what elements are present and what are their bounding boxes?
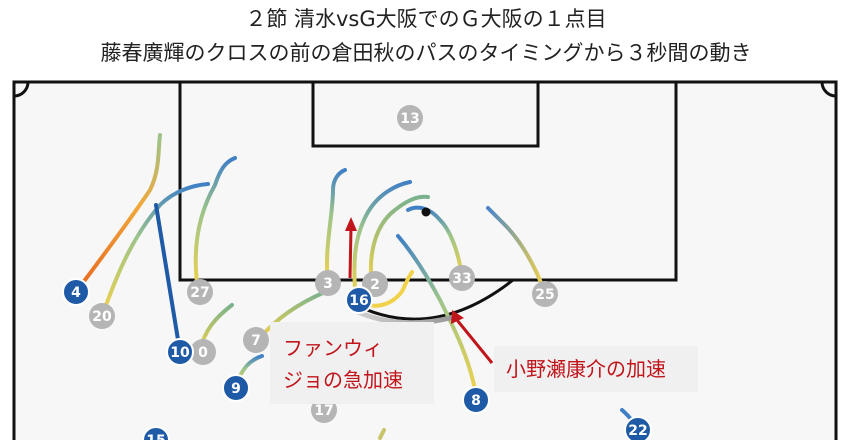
player-marker-13: 13 [397,105,423,131]
player-disc-22 [624,416,652,440]
arrow-shaft-left [348,226,353,279]
arrow-head-right [451,310,464,324]
goal-area [311,82,540,148]
trail-player-27 [193,156,237,292]
player-disc-7 [243,327,269,353]
player-number-16: 16 [349,293,368,309]
player-disc-27 [187,279,213,305]
callout-box-left [270,322,434,404]
player-number-3: 3 [323,276,333,292]
trail-ball-pass [358,270,414,308]
arrow-shaft-right [455,319,494,364]
trail-player-20 [100,182,210,318]
chart-title-line1: ２節 清水vsG大阪でのＧ大阪の１点目 [245,7,607,31]
player-disc-10 [166,338,194,366]
player-disc-9 [222,374,250,402]
player-disc-33 [449,265,475,291]
trail-player-25 [486,206,547,295]
player-marker-20: 20 [89,303,115,329]
player-marker-16: 16 [345,286,373,314]
player-number-13: 13 [400,111,419,127]
arrow-head-left [345,217,357,231]
player-disc-8 [462,386,490,414]
trail-player-3 [324,168,347,284]
player-disc-20 [89,303,115,329]
callout-left-line2: ジョの急加速 [283,368,403,392]
trail-player-4 [74,133,162,294]
chart-title-line2: 藤春廣輝のクロスの前の倉田秋のパスのタイミングから３秒間の動き [100,41,752,65]
player-disc-13 [397,105,423,131]
player-disc-16 [345,286,373,314]
player-marker-3: 3 [315,270,341,296]
trail-player-8 [396,234,478,397]
player-marker-15: 15 [142,426,170,440]
player-marker-10: 10 [166,338,194,366]
corner-arc-right [820,81,837,98]
player-marker-4: 4 [62,278,90,306]
player-number-15: 15 [146,433,165,440]
player-disc-25 [532,281,558,307]
touchline [12,80,838,440]
player-disc-4 [62,278,90,306]
player-number-8: 8 [471,393,481,409]
player-marker-8: 8 [462,386,490,414]
player-marker-25: 25 [532,281,558,307]
callout-right: 小野瀬康介の加速 [506,357,666,381]
trail-extra [378,428,386,440]
trail-player-33 [406,205,464,278]
player-disc-3 [315,270,341,296]
callout-left-line1: ファンウィ [283,336,383,360]
player-marker-22: 22 [624,416,652,440]
acceleration-arrows [345,217,494,364]
trail-player-2 [368,194,430,287]
player-marker-7: 7 [243,327,269,353]
player-number-7: 7 [251,333,261,349]
ball [421,207,431,217]
player-marker-33: 33 [449,265,475,291]
player-disc-0 [190,339,216,365]
player-number-2: 2 [370,277,380,293]
player-marker-27: 27 [187,279,213,305]
player-number-20: 20 [92,309,112,325]
trail-player-10 [154,203,182,354]
player-marker-0: 0 [190,339,216,365]
player-marker-9: 9 [222,374,250,402]
player-number-27: 27 [190,285,209,301]
player-number-17: 17 [314,403,333,419]
player-number-25: 25 [535,287,554,303]
player-number-9: 9 [231,381,241,397]
players-layer: 13 20 27 3 2 33 25 7 0 17 4 10 9 16 8 15 22 [62,105,652,440]
corner-arc-left [13,81,30,98]
movement-trails [74,133,640,440]
trail-player-16 [352,180,412,302]
player-disc-15 [142,426,170,440]
player-number-4: 4 [71,285,81,301]
player-number-10: 10 [170,345,190,361]
annotation-callouts: ファンウィ ジョの急加速 小野瀬康介の加速 [270,322,698,404]
player-number-33: 33 [452,271,471,287]
penalty-arc [349,278,514,321]
player-number-0: 0 [198,345,208,361]
player-number-22: 22 [628,423,647,439]
callout-box-right [494,346,698,392]
